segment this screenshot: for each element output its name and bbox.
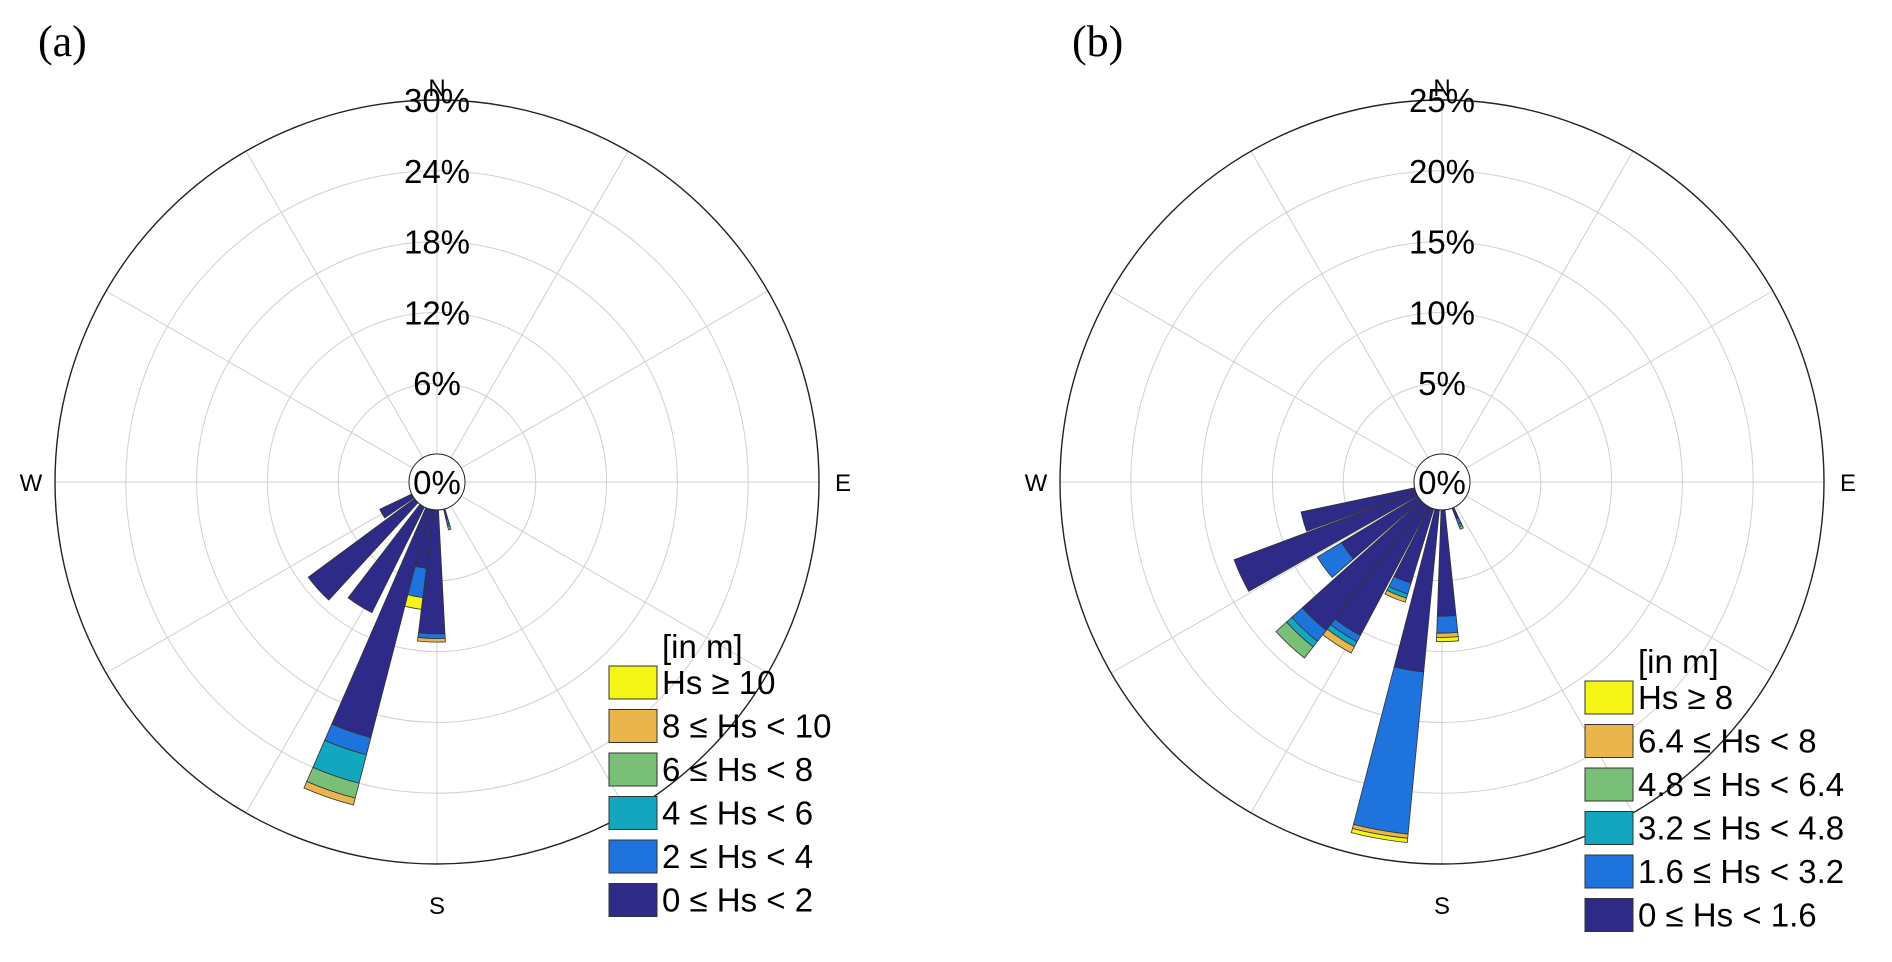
legend-swatch — [608, 883, 658, 917]
legend-items: Hs ≥ 8 6.4 ≤ Hs < 8 4.8 ≤ Hs < 6.4 3.2 ≤ Hs… — [1584, 679, 1844, 934]
legend-swatch — [1584, 680, 1634, 715]
grid-ring — [1130, 170, 1754, 794]
grid-spoke — [1465, 290, 1774, 469]
compass-e-label: E — [1840, 470, 1856, 497]
bar-segment — [1436, 509, 1457, 617]
legend-label: Hs ≥ 8 — [1638, 679, 1733, 716]
grid-spoke — [245, 150, 424, 459]
legend: [in m] Hs ≥ 10 8 ≤ Hs < 10 6 ≤ Hs < 8 4 ≤ H… — [608, 628, 831, 919]
grid-spoke — [1465, 495, 1774, 674]
wave-rose-bars — [303, 493, 452, 806]
ring-label: 20% — [1409, 153, 1475, 190]
grid-ring — [1271, 311, 1613, 653]
grid-spoke — [1110, 495, 1419, 674]
legend-label: 0 ≤ Hs < 1.6 — [1638, 897, 1817, 934]
bar-segment — [303, 780, 356, 806]
ring-label: 10% — [1409, 294, 1475, 331]
polar-grid — [1059, 99, 1825, 865]
legend-swatch — [1584, 898, 1634, 932]
legend-label: 1.6 ≤ Hs < 3.2 — [1638, 853, 1844, 890]
legend-label: 3.2 ≤ Hs < 4.8 — [1638, 810, 1844, 847]
grid-spoke — [460, 290, 769, 469]
ring-label: 0% — [1418, 464, 1466, 501]
legend-label: 6 ≤ Hs < 8 — [662, 751, 813, 788]
wave-rose-bars — [1233, 487, 1464, 843]
compass-n-label: N — [428, 75, 445, 102]
ring-label: 5% — [1418, 365, 1466, 402]
bar-segment — [417, 637, 446, 643]
legend-label: Hs ≥ 10 — [662, 664, 776, 701]
legend-swatch — [608, 752, 658, 787]
legend-title: [in m] — [1638, 643, 1719, 680]
legend-swatch — [608, 709, 658, 743]
grid-spoke — [450, 150, 629, 459]
compass-w-label: W — [1025, 470, 1048, 497]
ring-label: 30% — [404, 82, 470, 119]
legend-label: 0 ≤ Hs < 2 — [662, 882, 813, 919]
ring-label: 24% — [404, 153, 470, 190]
bar-segment — [1436, 615, 1459, 634]
bar-segment — [1316, 541, 1355, 579]
panel-label: (a) — [38, 17, 87, 66]
bar-segment — [1384, 589, 1407, 603]
compass-w-label: W — [20, 470, 43, 497]
legend-label: 4 ≤ Hs < 6 — [662, 795, 813, 832]
legend-label: 6.4 ≤ Hs < 8 — [1638, 723, 1817, 760]
wave-rose-panel-a: (a) 0% 6% 12% 18% 24% 30% N E S W [in m] Hs ≥… — [20, 17, 851, 920]
legend-items: Hs ≥ 10 8 ≤ Hs < 10 6 ≤ Hs < 8 4 ≤ Hs < 6 2 … — [608, 664, 831, 919]
compass-s-label: S — [429, 893, 445, 920]
outer-ring — [54, 99, 820, 865]
compass-e-label: E — [835, 470, 851, 497]
grid-spoke — [105, 290, 414, 469]
grid-spoke — [460, 495, 769, 674]
legend-swatch — [608, 839, 658, 874]
legend-swatch — [1584, 811, 1634, 845]
grid-spoke — [105, 495, 414, 674]
bar-segment — [443, 508, 449, 521]
legend-swatch — [608, 665, 658, 700]
legend-title: [in m] — [662, 628, 743, 665]
bar-segment — [1275, 621, 1314, 659]
ring-labels: 0% 6% 12% 18% 24% 30% — [404, 82, 470, 511]
center-hole — [408, 453, 466, 511]
center-hole — [1413, 453, 1471, 511]
bar-segment — [1458, 524, 1464, 530]
legend-swatch — [608, 796, 658, 830]
legend: [in m] Hs ≥ 8 6.4 ≤ Hs < 8 4.8 ≤ Hs < 6.4 3… — [1584, 643, 1844, 934]
ring-label: 15% — [1409, 224, 1475, 261]
ring-label: 25% — [1409, 82, 1475, 119]
grid-ring — [125, 170, 749, 794]
ring-label: 0% — [413, 464, 461, 501]
panel-label: (b) — [1072, 17, 1123, 66]
ring-labels: 0% 5% 10% 15% 20% 25% — [1409, 82, 1475, 511]
ring-label: 12% — [404, 294, 470, 331]
legend-swatch — [1584, 724, 1634, 758]
bar-segment — [1436, 636, 1460, 643]
bar-segment — [447, 525, 452, 531]
grid-spoke — [1455, 150, 1634, 459]
grid-spoke — [1455, 505, 1634, 814]
ring-label: 18% — [404, 224, 470, 261]
ring-label: 6% — [413, 365, 461, 402]
legend-swatch — [1584, 767, 1634, 802]
legend-label: 4.8 ≤ Hs < 6.4 — [1638, 766, 1844, 803]
bar-segment — [1350, 828, 1409, 843]
outer-ring — [1059, 99, 1825, 865]
grid-spoke — [1110, 290, 1419, 469]
bar-segment — [1352, 666, 1425, 835]
grid-spoke — [1250, 150, 1429, 459]
legend-label: 8 ≤ Hs < 10 — [662, 708, 831, 745]
grid-ring — [196, 241, 678, 723]
compass-s-label: S — [1434, 893, 1450, 920]
wave-rose-panel-b: (b) 0% 5% 10% 15% 20% 25% N E S W [in m] Hs ≥… — [1025, 17, 1856, 934]
grid-spoke — [450, 505, 629, 814]
legend-label: 2 ≤ Hs < 4 — [662, 838, 813, 875]
compass-n-label: N — [1433, 75, 1450, 102]
grid-ring — [266, 311, 608, 653]
legend-swatch — [1584, 854, 1634, 889]
grid-ring — [1201, 241, 1683, 723]
